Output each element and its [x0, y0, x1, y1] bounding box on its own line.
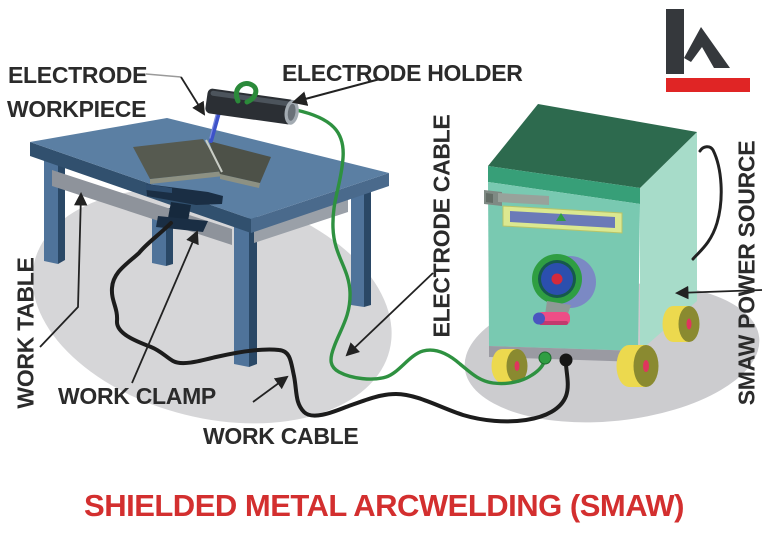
smaw-power-source-machine — [484, 104, 700, 387]
machine-terminals — [538, 351, 573, 367]
workpiece-plates — [133, 139, 271, 188]
label-electrode: ELECTRODE — [8, 62, 148, 88]
work-table — [30, 118, 389, 367]
leader-arrows — [39, 73, 763, 403]
machine-top-band — [488, 166, 640, 204]
label-work-cable: WORK CABLE — [203, 423, 359, 449]
machine-wheels — [491, 306, 700, 387]
work-cable-line — [109, 221, 570, 424]
label-work-clamp: WORK CLAMP — [58, 383, 216, 409]
table-edge-right — [251, 173, 389, 233]
logo-red-bar — [666, 78, 750, 92]
electrode-leader — [145, 73, 182, 78]
electrode-arrow — [180, 76, 206, 116]
electrode-holder-device — [205, 81, 299, 143]
brand-logo — [666, 9, 750, 92]
electrode-holder-arrow — [291, 78, 381, 106]
table-apron-right — [254, 199, 348, 243]
table-edge-left — [30, 142, 251, 233]
page-title: SHIELDED METAL ARCWELDING (SMAW) — [84, 488, 684, 523]
cables — [109, 108, 723, 424]
machine-panel — [502, 205, 623, 234]
electrode-cable-arrow — [345, 272, 434, 357]
power-cord-line — [691, 145, 723, 261]
electrode-cable-line — [294, 108, 547, 386]
label-smaw-power-source: SMAW POWER SOURCE — [733, 140, 760, 406]
label-electrode-holder: ELECTRODE HOLDER — [282, 60, 523, 86]
work-clamp-arrow — [131, 230, 199, 384]
holder-cable-curl — [234, 81, 259, 105]
label-workpiece: WORKPIECE — [7, 96, 147, 122]
work-clamp-device — [146, 184, 223, 232]
panel-pointer-icon — [556, 213, 566, 221]
label-work-table: WORK TABLE — [12, 257, 39, 409]
work-cable-arrow — [252, 375, 289, 403]
table-legs — [44, 156, 371, 367]
work-table-arrow — [39, 191, 88, 348]
machine-switch — [533, 301, 571, 325]
machine-dial — [532, 254, 596, 308]
label-electrode-cable: ELECTRODE CABLE — [428, 114, 455, 338]
machine-handle — [484, 190, 549, 206]
smaw-power-source-arrow — [674, 285, 763, 300]
machine-top-face — [488, 104, 697, 188]
